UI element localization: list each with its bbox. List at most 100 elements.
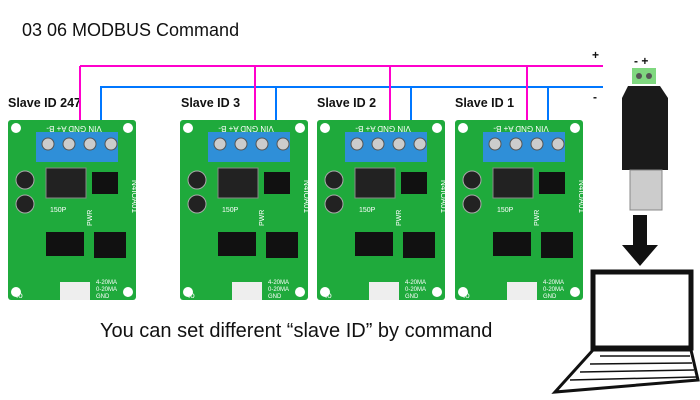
adapter-terminal [632,68,656,84]
output-connector [369,282,399,300]
laptop-screen [590,269,694,351]
terminal-screw [392,137,406,151]
mount-hole [320,123,330,133]
chip [92,172,118,194]
pwr-label: PWR [259,210,266,226]
terminal-labels: VIN GND A+ B- [46,124,102,133]
output-label: GND [268,294,282,300]
output-connector [60,282,90,300]
pwr-label: PWR [396,210,403,226]
output-label: GND [96,294,110,300]
pwr-label: PWR [534,210,541,226]
capacitor [324,194,344,214]
terminal-screw [530,137,544,151]
keyboard-row [569,376,697,381]
chip [539,172,565,194]
mount-hole [183,287,193,297]
mount-hole [570,287,580,297]
io-label: Io [16,291,23,300]
capacitor [462,170,482,190]
terminal-labels: VIN GND A+ B- [218,124,274,133]
slave-label: Slave ID 1 [455,96,515,110]
usb-plug [629,169,663,211]
pwr-label: PWR [87,210,94,226]
output-label: 0-20MA [96,287,117,293]
mount-hole [123,287,133,297]
terminal-screw [371,137,385,151]
slave-label: Slave ID 3 [181,96,241,110]
chip [355,232,393,256]
terminal-labels: VIN GND A+ B- [355,124,411,133]
model-label: N4IOA01 [130,180,139,213]
mount-hole [458,123,468,133]
slave-label: Slave ID 2 [317,96,377,110]
output-label: 0-20MA [268,287,289,293]
mount-hole [11,123,21,133]
mount-hole [295,287,305,297]
chip [218,232,256,256]
chip [403,232,435,258]
capacitor [324,170,344,190]
output-label: 0-20MA [543,287,564,293]
mount-hole [432,123,442,133]
mount-hole [320,287,330,297]
chip [94,232,126,258]
mount-hole [432,287,442,297]
chip [46,232,84,256]
output-connector [507,282,537,300]
terminal-screw [551,137,565,151]
cap-label: 150P [497,207,514,214]
cap-label: 150P [50,207,67,214]
output-label: 4-20MA [96,280,117,286]
terminal-screw [213,137,227,151]
terminal-screw [509,137,523,151]
cap-label: 150P [222,207,239,214]
adapter-polarity-label: - + [634,54,649,68]
output-label: 4-20MA [268,280,289,286]
terminal-screw [104,137,118,151]
terminal-screw [350,137,364,151]
capacitor [15,194,35,214]
terminal-screw [488,137,502,151]
terminal-screw [413,137,427,151]
capacitor [187,170,207,190]
mount-hole [11,287,21,297]
model-label: N4IOA01 [577,180,586,213]
mount-hole [458,287,468,297]
terminal-screw [83,137,97,151]
output-label: GND [405,294,419,300]
mount-hole [570,123,580,133]
output-label: GND [543,294,557,300]
keyboard-row [579,369,695,373]
model-label: N4IOA01 [302,180,311,213]
cap-label: 150P [359,207,376,214]
slave-board: VIN GND A+ B- N4IOA01 150P PWR 4-20MA0-20MAG… [180,120,311,300]
regulator [217,167,259,199]
model-label: N4IOA01 [439,180,448,213]
regulator [45,167,87,199]
keyboard-row [589,362,693,365]
mount-hole [123,123,133,133]
io-label: Io [463,291,470,300]
capacitor [462,194,482,214]
diagram-title: 03 06 MODBUS Command [22,20,240,40]
bus-plus-label: + [592,48,600,62]
bus-minus-label: - [593,90,597,104]
output-label: 0-20MA [405,287,426,293]
capacitor [15,170,35,190]
chip [266,232,298,258]
chip [401,172,427,194]
output-label: 4-20MA [405,280,426,286]
terminal-screw [255,137,269,151]
capacitor [187,194,207,214]
usb-adapter [622,86,668,170]
chip [264,172,290,194]
adapter-screw [636,73,642,79]
slave-board: VIN GND A+ B- N4IOA01 150P PWR 4-20MA0-20MAG… [317,120,448,300]
io-label: Io [188,291,195,300]
chip [541,232,573,258]
regulator [354,167,396,199]
terminal-screw [41,137,55,151]
mount-hole [183,123,193,133]
